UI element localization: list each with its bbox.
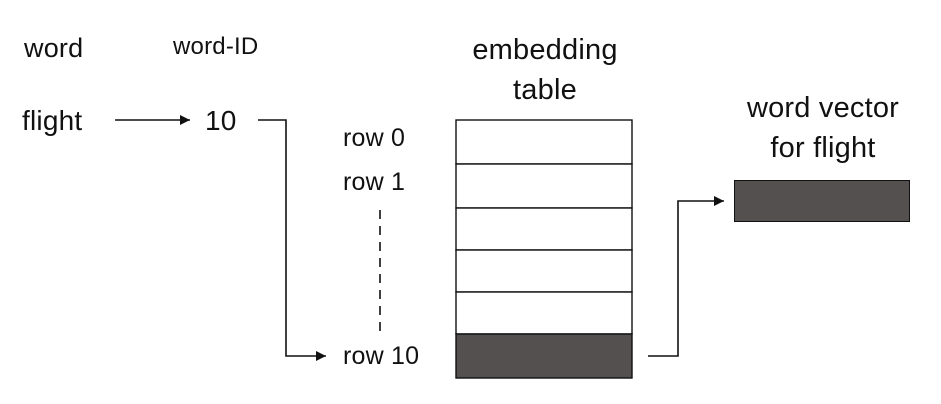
word-id-value: 10 — [205, 105, 237, 136]
word-column-header: word — [24, 33, 84, 63]
row-to-vector-connector — [648, 196, 724, 357]
embedding-table-title-line2: table — [513, 74, 577, 106]
word-vector-title-line2: for flight — [770, 132, 876, 164]
row-label-0: row 0 — [343, 124, 406, 152]
word-vector-box — [734, 180, 910, 222]
embedding-table-title-line1: embedding — [472, 34, 618, 66]
input-word: flight — [22, 105, 83, 136]
row-label-1: row 1 — [343, 168, 406, 196]
id-to-row-connector — [258, 119, 326, 361]
row-label-10: row 10 — [343, 342, 420, 370]
embedding-table-title: embedding table — [440, 30, 650, 110]
embedding-table — [455, 119, 633, 379]
word-vector-title-line1: word vector — [746, 92, 900, 124]
table-row-3 — [455, 249, 633, 293]
table-row-1 — [455, 163, 633, 209]
word-vector-title: word vector for flight — [710, 88, 936, 168]
table-row-10-highlighted — [455, 333, 633, 379]
table-row-0 — [455, 119, 633, 165]
table-row-4 — [455, 291, 633, 335]
word-id-column-header: word-ID — [173, 33, 259, 60]
table-row-2 — [455, 207, 633, 251]
